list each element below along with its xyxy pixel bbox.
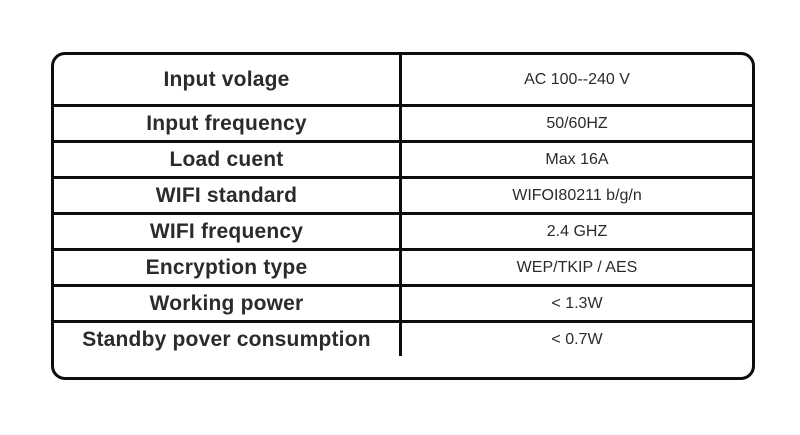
spec-label: Working power <box>54 287 402 320</box>
spec-value: WIFOI80211 b/g/n <box>512 186 642 204</box>
spec-value: 2.4 GHZ <box>546 222 608 240</box>
table-row-wifi-frequency: WIFI frequency 2.4 GHZ <box>54 212 752 248</box>
spec-label: WIFI frequency <box>54 215 402 248</box>
spec-value: 50/60HZ <box>546 114 608 132</box>
spec-value: Max 16A <box>545 150 609 168</box>
spec-label: Encryption type <box>54 251 402 284</box>
table-row-load-current: Load cuent Max 16A <box>54 140 752 176</box>
spec-label: WIFI standard <box>54 179 402 212</box>
table-row-encryption-type: Encryption type WEP/TKIP / AES <box>54 248 752 284</box>
spec-value: < 1.3W <box>551 294 603 312</box>
specification-table: Input volage AC 100--240 V Input frequen… <box>51 52 755 380</box>
table-row-input-frequency: Input frequency 50/60HZ <box>54 104 752 140</box>
table-row-standby-power: Standby pover consumption < 0.7W <box>54 320 752 356</box>
table-row-working-power: Working power < 1.3W <box>54 284 752 320</box>
spec-label: Standby pover consumption <box>54 323 402 356</box>
spec-label: Input frequency <box>54 107 402 140</box>
table-row-input-voltage: Input volage AC 100--240 V <box>54 55 752 104</box>
spec-label: Load cuent <box>54 143 402 176</box>
spec-value: WEP/TKIP / AES <box>516 258 638 276</box>
spec-value: < 0.7W <box>551 330 603 348</box>
spec-label: Input volage <box>54 55 402 104</box>
spec-value: AC 100--240 V <box>524 70 630 88</box>
table-row-wifi-standard: WIFI standard WIFOI80211 b/g/n <box>54 176 752 212</box>
